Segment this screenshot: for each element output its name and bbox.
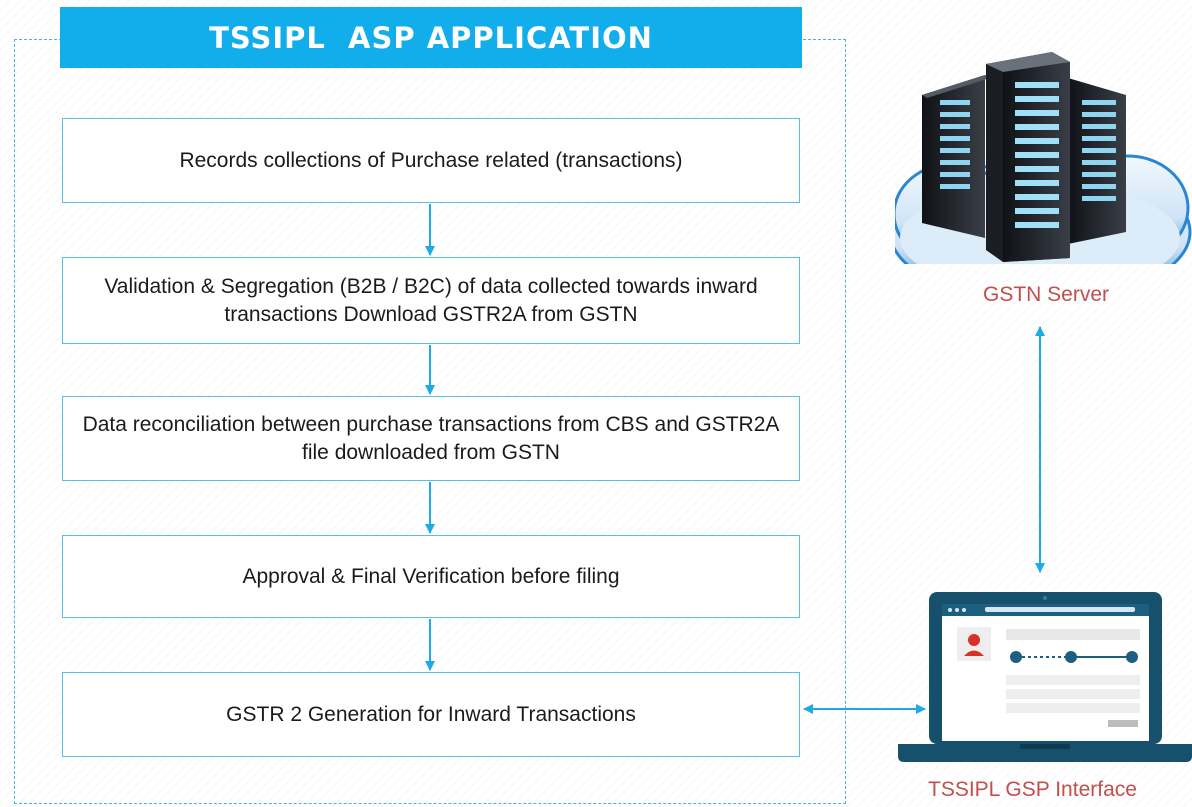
gsp-interface-label: TSSIPL GSP Interface — [928, 778, 1137, 801]
step-data-reconciliation: Data reconciliation between purchase tra… — [62, 396, 800, 481]
step-validation-segregation: Validation & Segregation (B2B / B2C) of … — [62, 257, 800, 344]
step-records-collection: Records collections of Purchase related … — [62, 118, 800, 203]
gstn-server-label: GSTN Server — [983, 283, 1110, 306]
step-gstr2-generation: GSTR 2 Generation for Inward Transaction… — [62, 672, 800, 757]
step-approval-verification: Approval & Final Verification before fil… — [62, 535, 800, 618]
page-title: TSSIPL ASP APPLICATION — [60, 7, 802, 68]
